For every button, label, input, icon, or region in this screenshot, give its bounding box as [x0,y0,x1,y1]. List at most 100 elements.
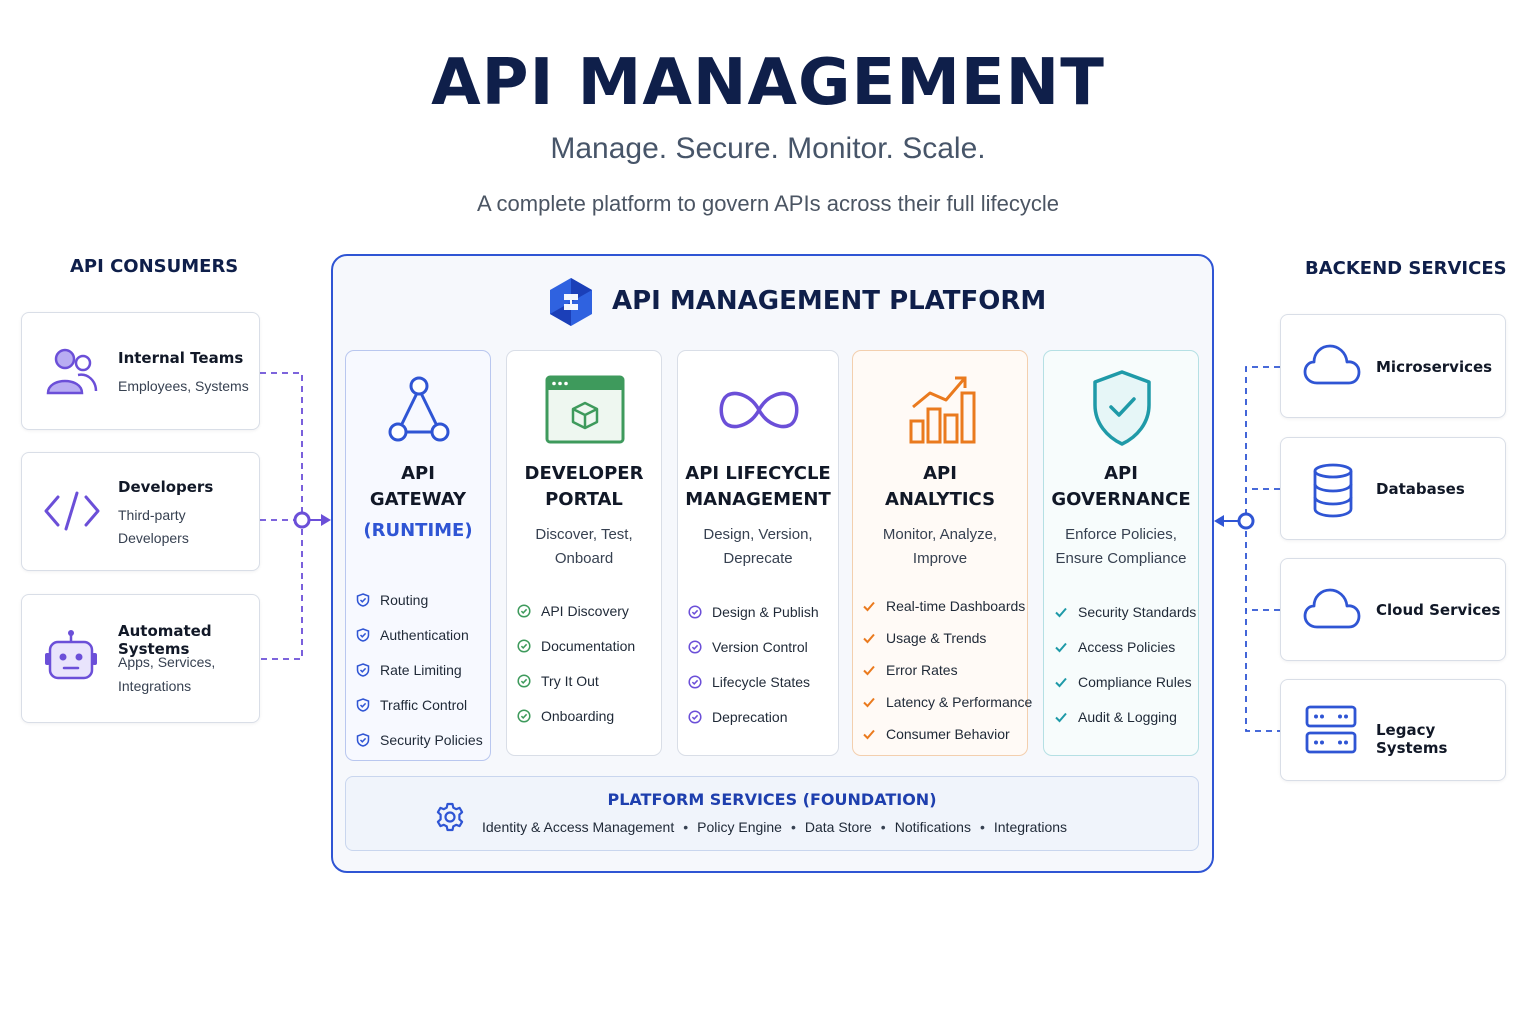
list-item: Authentication [356,625,483,660]
column-subtitle-line1: Discover, Test, [535,526,633,543]
list-item: Design & Publish [688,602,819,637]
column-title-line1: API [401,463,435,484]
list-item-label: Usage & Trends [886,630,987,646]
shield-check-icon [356,663,370,677]
gear-icon [436,802,464,832]
analytics-feature-list: Real-time Dashboards Usage & Trends Erro… [862,596,1032,756]
backend-connector-bracket [1245,366,1280,732]
check-icon [863,665,875,676]
lifecycle-feature-list: Design & Publish Version Control Lifecyc… [688,602,819,742]
card-title: Internal Teams [118,349,244,367]
check-icon [863,633,875,644]
list-item-label: Lifecycle States [712,674,811,690]
shield-check-icon [356,733,370,747]
platform-services-foundation: PLATFORM SERVICES (FOUNDATION) Identity … [345,776,1199,851]
column-developer-portal: DEVELOPER PORTAL Discover, Test, Onboard… [506,350,662,756]
backend-card-legacy-systems: Legacy Systems [1280,679,1506,781]
list-item-label: Security Policies [380,732,483,748]
page-title: API MANAGEMENT [431,46,1105,120]
backend-card-microservices: Microservices [1280,314,1506,418]
code-icon [44,491,100,531]
server-icon [1305,705,1357,754]
list-item: Latency & Performance [862,692,1032,724]
foundation-item: Data Store [804,819,872,835]
column-title-line1: API LIFECYCLE [685,463,831,484]
column-subtitle-line2: Deprecate [723,550,793,567]
list-item-label: API Discovery [541,603,629,619]
foundation-items: Identity & Access Management•Policy Engi… [482,819,1067,835]
list-item: Lifecycle States [688,672,819,707]
check-circle-icon [688,640,702,654]
check-icon [863,697,875,708]
list-item: Onboarding [517,706,635,741]
card-subtitle-line1: Apps, Services, [118,654,216,670]
column-title-line2: PORTAL [545,489,623,510]
check-circle-icon [517,674,531,688]
shield-check-icon [356,698,370,712]
column-title-line2: ANALYTICS [884,489,996,510]
governance-feature-list: Security Standards Access Policies Compl… [1054,602,1196,742]
list-item: Deprecation [688,707,819,742]
column-subtitle-line1: Monitor, Analyze, [882,526,998,543]
card-title: Microservices [1376,358,1493,376]
check-icon [1055,677,1067,688]
list-item: Try It Out [517,671,635,706]
list-item: Audit & Logging [1054,707,1196,742]
list-item: Access Policies [1054,637,1196,672]
column-api-governance: API GOVERNANCE Enforce Policies, Ensure … [1043,350,1199,756]
tagline: Manage. Secure. Monitor. Scale. [550,132,986,165]
separator-dot: • [979,819,985,835]
platform-logo-icon [550,278,592,326]
list-item-label: Deprecation [712,709,788,725]
list-item-label: Authentication [380,627,469,643]
list-item: Usage & Trends [862,628,1032,660]
list-item-label: Compliance Rules [1078,674,1192,690]
check-circle-icon [688,605,702,619]
list-item-label: Design & Publish [712,604,819,620]
column-subtitle-line1: Design, Version, [703,526,813,543]
list-item-label: Rate Limiting [380,662,462,678]
card-subtitle: Employees, Systems [118,378,249,394]
cloud-icon [1303,588,1361,629]
column-title-line2: GOVERNANCE [1051,489,1191,510]
foundation-item: Notifications [894,819,971,835]
list-item-label: Try It Out [541,673,599,689]
separator-dot: • [880,819,886,835]
check-icon [863,729,875,740]
browser-box-icon [545,375,625,444]
column-api-lifecycle: API LIFECYCLE MANAGEMENT Design, Version… [677,350,839,756]
column-subtitle-line2: Onboard [554,550,614,567]
list-item-label: Access Policies [1078,639,1176,655]
list-item-label: Version Control [712,639,808,655]
list-item-label: Documentation [541,638,636,654]
consumer-card-automated-systems: Automated Systems Apps, Services, Integr… [21,594,260,723]
separator-dot: • [790,819,796,835]
list-item: Security Policies [356,730,483,765]
database-icon [1313,463,1353,518]
foundation-title: PLATFORM SERVICES (FOUNDATION) [607,790,937,809]
list-item: Error Rates [862,660,1032,692]
card-subtitle-line2: Integrations [118,678,192,694]
column-title-line1: API [923,463,957,484]
list-item: API Discovery [517,601,635,636]
foundation-item: Integrations [993,819,1068,835]
column-title-line1: API [1104,463,1138,484]
card-title: Automated Systems [118,622,212,658]
check-icon [863,601,875,612]
list-item: Compliance Rules [1054,672,1196,707]
shield-check-icon [356,628,370,642]
infinity-icon [719,391,799,429]
backend-card-databases: Databases [1280,437,1506,540]
card-title: Databases [1376,480,1465,498]
card-title: Cloud Services [1376,601,1501,619]
subtitle: A complete platform to govern APIs acros… [476,191,1060,216]
list-item-label: Real-time Dashboards [886,598,1026,614]
network-icon [388,376,450,442]
consumer-card-internal-teams: Internal Teams Employees, Systems [21,312,260,430]
consumer-card-developers: Developers Third-party Developers [21,452,260,571]
robot-icon [45,630,97,680]
card-subtitle-line1: Third-party [118,507,186,523]
check-circle-icon [517,709,531,723]
check-icon [1055,712,1067,723]
